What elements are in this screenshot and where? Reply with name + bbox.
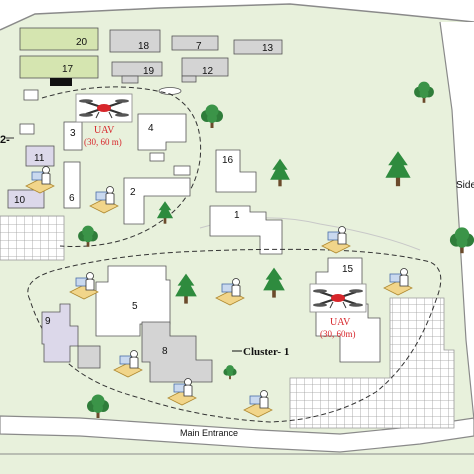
label-building-16: 16 [222,155,234,166]
building-8 [141,321,213,383]
building-3 [63,121,83,151]
building-17 [19,55,99,79]
label-building-10: 10 [14,195,26,206]
right-road [440,22,474,420]
building-20 [19,27,99,51]
label-building-7: 7 [196,41,202,52]
building-4-annex [149,152,165,162]
building-2 [123,177,191,225]
label-building-18: 18 [138,41,150,52]
building-19 [111,61,163,77]
building-12-wing [181,75,197,83]
uav-bottom-coords: (30, 60m) [320,329,356,339]
cluster-1-label: Cluster- 1 [243,346,289,358]
uav-top-title: UAV [94,125,115,136]
label-building-2: 2 [130,187,136,198]
label-building-1: 1 [234,210,240,221]
label-building-19: 19 [143,66,155,77]
building-13 [233,39,283,55]
building-12 [181,57,229,77]
label-building-17: 17 [62,64,74,75]
main-road [0,415,474,453]
building-7 [171,35,219,51]
building-6 [63,161,81,209]
cluster-2-partial-label: 2- [0,134,10,146]
label-building-13: 13 [262,43,274,54]
small-box-left [19,123,35,135]
label-building-20: 20 [76,37,88,48]
side-partial-label: Side [456,180,474,191]
label-building-9: 9 [45,316,51,327]
building-9-annex [77,345,101,369]
uav-drone-icon-bottom [309,283,367,313]
campus-boundary-top [0,3,474,31]
label-building-11: 11 [34,153,45,164]
building-18 [109,29,161,53]
label-building-5: 5 [132,301,138,312]
building-16 [215,149,257,193]
uav-top-coords: (30, 60 m) [84,137,122,147]
label-building-15: 15 [342,264,354,275]
building-19-wing [121,75,139,84]
building-2-annex [173,165,191,176]
uav-bottom-title: UAV [330,317,351,328]
field-left [0,215,65,261]
label-building-8: 8 [162,346,168,357]
label-building-12: 12 [202,66,214,77]
building-1 [209,205,283,255]
small-hut [23,89,39,101]
label-building-6: 6 [69,193,75,204]
cluster-2-boundary [41,86,202,247]
building-10 [7,189,45,209]
cluster-1-boundary [27,248,442,423]
uav-drone-icon-top [75,93,133,123]
field-right [289,297,455,429]
oval-plaza [158,87,182,95]
building-17-annex [50,78,72,86]
building-4 [137,113,187,151]
building-5 [95,265,171,337]
label-building-3: 3 [70,128,76,139]
label-building-4: 4 [148,123,154,134]
main-entrance-label: Main Entrance [180,428,238,438]
building-11 [25,145,55,167]
